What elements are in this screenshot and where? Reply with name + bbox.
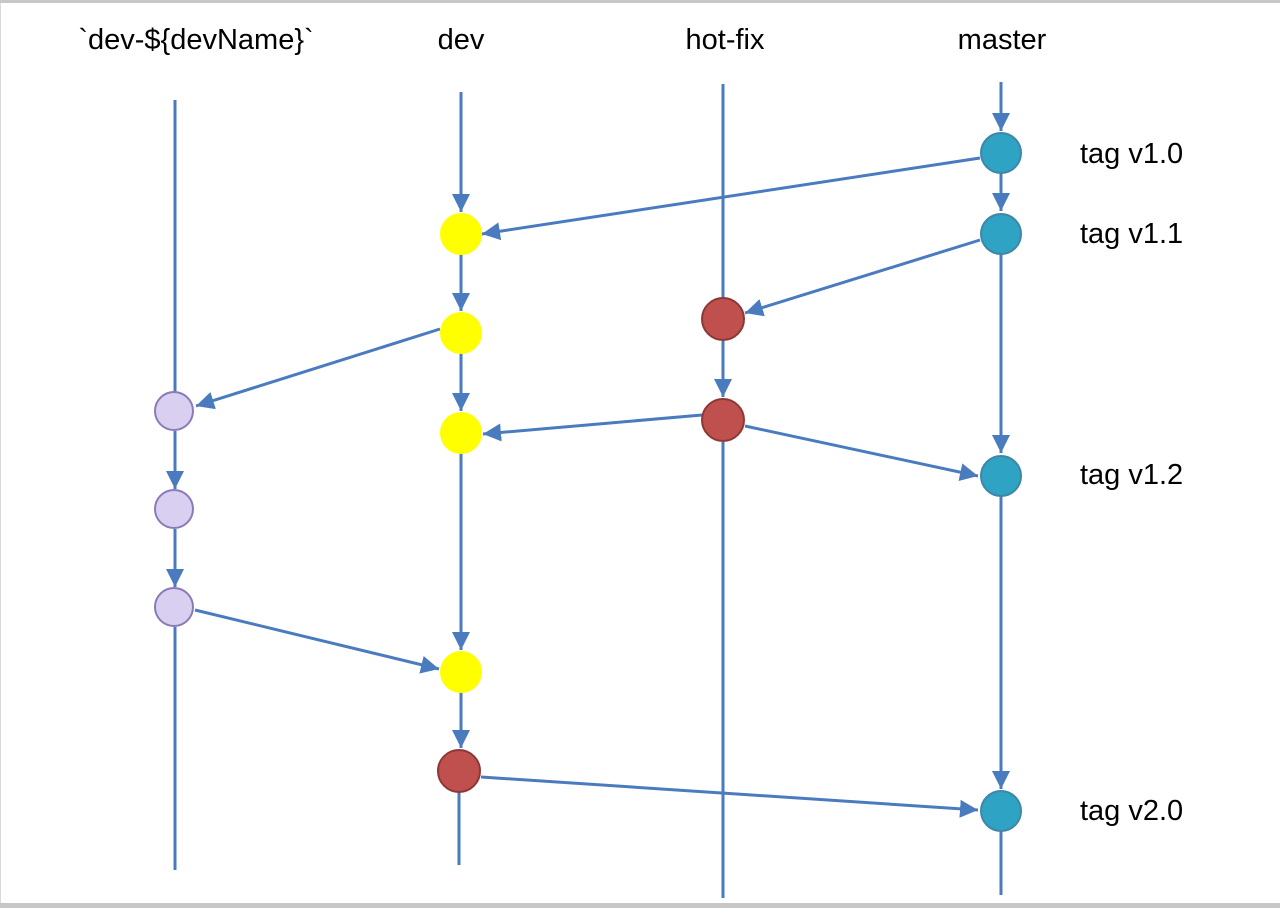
tag-label-v1-1: tag v1.1 (1080, 218, 1184, 250)
merge-hotfix-to-master (744, 424, 979, 482)
frame-left-border (0, 3, 1, 903)
branch-label-hotfix: hot-fix (685, 24, 765, 56)
commit-master-v2-0 (980, 790, 1022, 832)
tag-label-v2-0: tag v2.0 (1080, 795, 1184, 827)
commit-master-v1-0 (980, 132, 1022, 174)
commit-feature-3 (154, 587, 194, 627)
commit-feature-1 (154, 391, 194, 431)
merge-dev-to-feature (195, 327, 441, 410)
branch-label-dev: dev (437, 24, 485, 56)
merge-master-to-hotfix (744, 238, 981, 317)
merge-hotfix-to-dev (482, 413, 703, 442)
commit-master-v1-2 (980, 455, 1022, 497)
commit-master-v1-1 (980, 213, 1022, 255)
merge-master-to-dev (481, 156, 981, 241)
commit-dev-3 (440, 412, 482, 454)
merge-feature-to-dev (194, 608, 440, 674)
frame-top-border (0, 0, 1280, 3)
commit-dev-4 (440, 651, 482, 693)
commit-hotfix-2 (701, 398, 745, 442)
commit-hotfix-1 (701, 297, 745, 341)
branch-label-dev-name: `dev-${devName}` (78, 24, 314, 56)
commit-dev-release (437, 749, 481, 793)
merge-dev-to-master (480, 775, 979, 818)
commit-dev-1 (440, 213, 482, 255)
tag-label-v1-0: tag v1.0 (1080, 138, 1184, 170)
frame-bottom-border (0, 903, 1280, 908)
commit-dev-2 (440, 312, 482, 354)
commit-feature-2 (154, 489, 194, 529)
tag-label-v1-2: tag v1.2 (1080, 459, 1184, 491)
branch-label-master: master (957, 24, 1047, 56)
